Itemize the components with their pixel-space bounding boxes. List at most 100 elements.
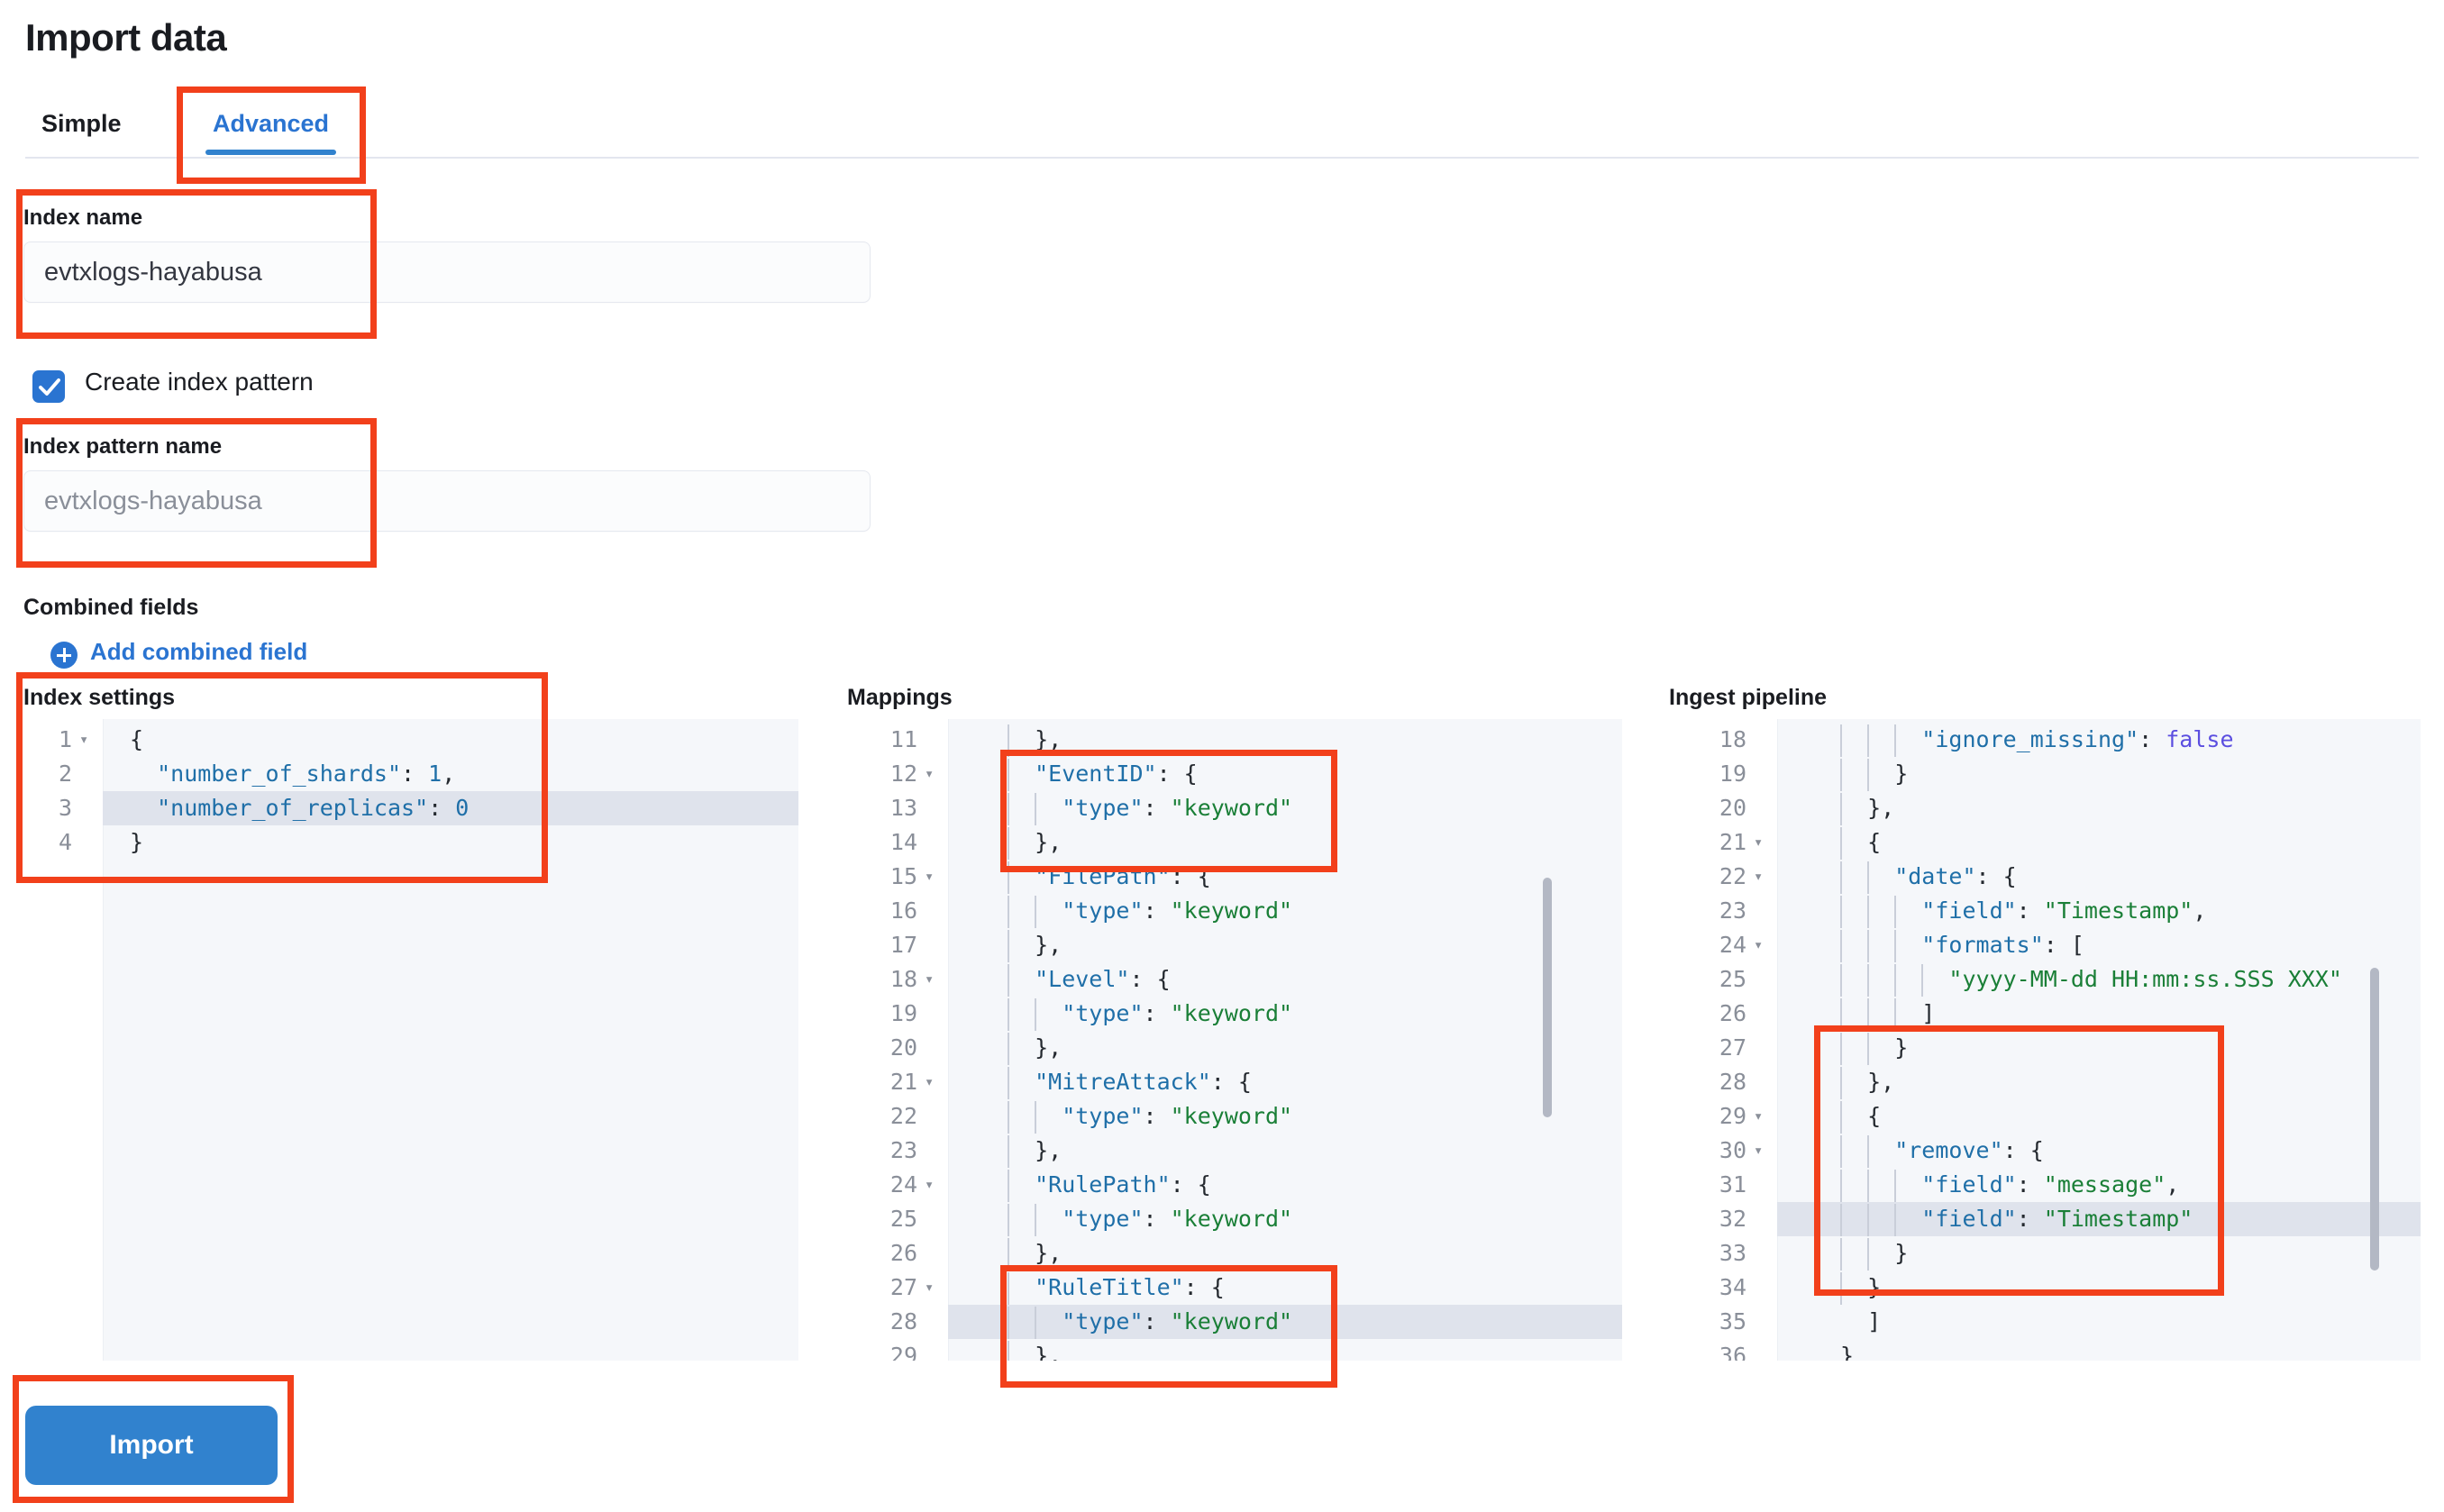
fold-arrow-icon[interactable]: ▾ — [79, 731, 89, 749]
fold-arrow-icon[interactable]: ▾ — [925, 765, 935, 783]
indent-guide — [1840, 861, 1842, 894]
tab-simple[interactable]: Simple — [41, 110, 122, 137]
tab-advanced[interactable]: Advanced — [196, 90, 345, 157]
indent-guide — [1840, 964, 1842, 997]
index-name-label: Index name — [23, 205, 143, 230]
indent-guide — [1840, 1033, 1842, 1065]
code-line: "field": "Timestamp", — [1840, 897, 2207, 924]
code-line: }, — [1008, 1240, 1062, 1266]
code-line: "remove": { — [1840, 1137, 2044, 1163]
code-line: }, — [1840, 1069, 1895, 1095]
line-number: 34 — [1719, 1274, 1746, 1300]
indent-guide — [1894, 1204, 1897, 1236]
indent-guide — [1921, 964, 1924, 997]
fold-arrow-icon[interactable]: ▾ — [925, 970, 935, 988]
editor-highlighted-line — [948, 1305, 1622, 1339]
line-number: 1 — [58, 726, 72, 752]
fold-arrow-icon[interactable]: ▾ — [925, 1073, 935, 1091]
indent-guide — [1840, 1204, 1842, 1236]
tab-bar: Simple Advanced — [25, 90, 2419, 159]
index-name-input[interactable]: evtxlogs-hayabusa — [23, 241, 871, 303]
fold-arrow-icon[interactable]: ▾ — [925, 868, 935, 886]
line-number: 14 — [889, 829, 917, 855]
indent-guide — [1035, 896, 1037, 928]
editor-gutter — [847, 719, 949, 1361]
fold-arrow-icon[interactable]: ▾ — [1754, 1107, 1764, 1125]
indent-guide — [1867, 964, 1870, 997]
fold-arrow-icon[interactable]: ▾ — [1754, 868, 1764, 886]
indent-guide — [1894, 1170, 1897, 1202]
indent-guide — [1894, 930, 1897, 962]
line-number: 3 — [58, 795, 72, 821]
import-button[interactable]: Import — [25, 1406, 278, 1485]
mappings-title: Mappings — [847, 685, 953, 710]
line-number: 25 — [889, 1206, 917, 1232]
code-line: ] — [1840, 1000, 1936, 1026]
create-index-pattern-row[interactable]: Create index pattern — [32, 368, 501, 407]
code-line: "FilePath": { — [1008, 863, 1211, 889]
code-line: { — [1840, 829, 1882, 855]
indent-guide — [1008, 827, 1009, 860]
line-number: 23 — [889, 1137, 917, 1163]
indent-guide — [1840, 1135, 1842, 1168]
editor-gutter — [1669, 719, 1778, 1361]
indent-guide — [1840, 1272, 1842, 1305]
code-line: } — [1840, 761, 1909, 787]
indent-guide — [1008, 1341, 1009, 1361]
indent-guide — [1867, 896, 1870, 928]
line-number: 30 — [1719, 1137, 1746, 1163]
code-line: "type": "keyword" — [1008, 1206, 1293, 1232]
fold-arrow-icon[interactable]: ▾ — [1754, 833, 1764, 852]
indent-guide — [1867, 861, 1870, 894]
indent-guide — [1840, 1101, 1842, 1134]
editor-code-area[interactable]: { "number_of_shards": 1, "number_of_repl… — [103, 719, 798, 1361]
indent-guide — [1008, 1307, 1009, 1339]
indent-guide — [1035, 998, 1037, 1031]
indent-guide — [1035, 1101, 1037, 1134]
index-settings-editor[interactable]: { "number_of_shards": 1, "number_of_repl… — [23, 719, 798, 1361]
code-line: "ignore_missing": false — [1840, 726, 2234, 752]
indent-guide — [1008, 1170, 1009, 1202]
indent-guide — [1840, 998, 1842, 1031]
indent-guide — [1008, 1272, 1009, 1305]
fold-arrow-icon[interactable]: ▾ — [925, 1279, 935, 1297]
line-number: 23 — [1719, 897, 1746, 924]
indent-guide — [1035, 1307, 1037, 1339]
fold-arrow-icon[interactable]: ▾ — [1754, 1142, 1764, 1160]
editor-code-area[interactable]: "ignore_missing": false } }, { "date": {… — [1777, 719, 2421, 1361]
index-pattern-name-input[interactable]: evtxlogs-hayabusa — [23, 470, 871, 532]
editor-highlighted-line — [1777, 1202, 2421, 1236]
code-line: "type": "keyword" — [1008, 1000, 1293, 1026]
editor-highlighted-line — [103, 791, 798, 825]
line-number: 18 — [889, 966, 917, 992]
code-line: } — [1840, 1343, 1855, 1361]
code-line: "MitreAttack": { — [1008, 1069, 1252, 1095]
editor-scrollbar[interactable] — [1543, 878, 1552, 1117]
indent-guide — [1035, 793, 1037, 825]
editor-code-area[interactable]: }, "EventID": { "type": "keyword" }, "Fi… — [948, 719, 1622, 1361]
plus-circle-icon[interactable] — [50, 642, 78, 669]
code-line: } — [130, 829, 144, 855]
indent-guide — [1894, 896, 1897, 928]
code-line: "formats": [ — [1840, 932, 2084, 958]
code-line: "type": "keyword" — [1008, 1103, 1293, 1129]
ingest-pipeline-editor[interactable]: "ignore_missing": false } }, { "date": {… — [1669, 719, 2421, 1361]
indent-guide — [1008, 1033, 1009, 1065]
line-number: 4 — [58, 829, 72, 855]
indent-guide — [1840, 724, 1842, 757]
code-line: }, — [1008, 726, 1062, 752]
fold-arrow-icon[interactable]: ▾ — [1754, 936, 1764, 954]
fold-arrow-icon[interactable]: ▾ — [925, 1176, 935, 1194]
code-line: }, — [1008, 1137, 1062, 1163]
code-line: ] — [1840, 1308, 1882, 1334]
create-index-pattern-checkbox[interactable] — [32, 370, 65, 403]
line-number: 22 — [889, 1103, 917, 1129]
code-line: }, — [1008, 932, 1062, 958]
indent-guide — [1894, 964, 1897, 997]
mappings-editor[interactable]: }, "EventID": { "type": "keyword" }, "Fi… — [847, 719, 1622, 1361]
line-number: 31 — [1719, 1171, 1746, 1198]
add-combined-field-link[interactable]: Add combined field — [90, 638, 308, 665]
editor-scrollbar[interactable] — [2370, 968, 2379, 1271]
line-number: 12 — [889, 761, 917, 787]
indent-guide — [1840, 1170, 1842, 1202]
